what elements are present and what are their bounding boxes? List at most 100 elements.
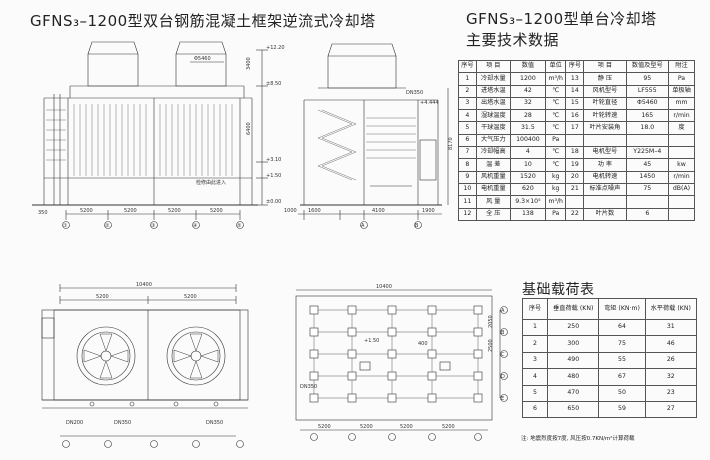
label-elev-150-found: +1.50 <box>364 338 379 344</box>
table-cell: LF555 <box>625 84 669 98</box>
base-header-cell: 垂直荷载 (KN) <box>546 298 600 320</box>
table-cell: 650 <box>546 400 600 419</box>
table-cell: 100400 <box>509 133 546 148</box>
table-cell: 31 <box>644 318 697 337</box>
spec-header-cell: 序号 <box>458 59 477 74</box>
table-cell: ℃ <box>544 146 567 160</box>
table-cell: 4 <box>509 146 546 160</box>
label-elev-444: +4.444 <box>420 100 439 106</box>
table-cell: 21 <box>565 182 585 197</box>
table-cell: ℃ <box>544 158 567 172</box>
table-cell: 冷却幅高 <box>475 146 511 160</box>
table-cell: Pa <box>667 72 696 86</box>
table-cell: 42 <box>509 84 546 98</box>
table-cell: 冷却水量 <box>475 72 511 86</box>
label-dn350-a: DN350 <box>114 420 131 426</box>
table-cell: 干球温度 <box>475 121 511 135</box>
table-cell: 湿球温度 <box>475 109 511 123</box>
table-cell: 55 <box>598 351 646 370</box>
table-cell: 9.3×10⁵ <box>509 195 546 209</box>
table-cell: 7 <box>458 146 477 160</box>
table-cell: 3 <box>458 96 477 111</box>
table-cell: 大气压力 <box>475 133 511 148</box>
table-cell: 1 <box>458 72 477 86</box>
table-cell: kg <box>544 170 567 184</box>
label-2500: 2500 <box>488 339 494 352</box>
table-cell: 165 <box>625 109 669 123</box>
spec-header-cell: 序号 <box>565 59 585 74</box>
table-cell <box>565 195 585 209</box>
table-cell: 标准点噪声 <box>583 182 627 197</box>
base-table-note: 注: 地震烈度按7度, 风压按0.7KN/m²计算荷载 <box>521 436 635 442</box>
table-cell: r/min <box>667 170 696 184</box>
table-cell: 17 <box>565 121 585 135</box>
table-cell: 1200 <box>509 72 546 86</box>
table-cell: 28 <box>509 109 546 123</box>
label-dn350-found: DN350 <box>300 384 317 390</box>
axis-4: ④ <box>193 223 198 229</box>
label-inlet-note: 检修由此进入 <box>196 179 226 186</box>
spec-header-cell: 项 目 <box>583 59 627 74</box>
table-cell: m³/h <box>544 195 567 209</box>
table-cell <box>625 133 669 148</box>
table-cell: 12 <box>458 207 477 221</box>
table-cell: 4 <box>522 368 548 386</box>
axis-a: A <box>361 223 365 229</box>
table-cell: 480 <box>546 368 600 386</box>
table-cell: ℃ <box>544 109 567 123</box>
label-5200-f1: 5200 <box>318 424 331 430</box>
table-cell: m³/h <box>544 72 567 86</box>
table-cell: 15 <box>565 96 585 111</box>
side-section <box>298 43 449 229</box>
table-cell: 32 <box>644 368 697 386</box>
table-cell: 温 差 <box>475 158 511 172</box>
spec-header-row: 序号 项 目 数值 单位 序号 项 目 数值及型号 附注 <box>458 59 696 74</box>
table-cell: 叶片安装角 <box>583 121 627 135</box>
table-cell: 46 <box>644 335 697 353</box>
title-spec-line1: GFNS₃–1200型单台冷却塔 <box>466 10 657 28</box>
label-5200-plan-a: 5200 <box>96 294 109 300</box>
title-left: GFNS₃–1200型双台钢筋混凝土框架逆流式冷却塔 <box>30 12 376 30</box>
table-cell: 31.5 <box>509 121 546 135</box>
table-cell: dB(A) <box>667 182 696 197</box>
table-cell: 单极轴 <box>667 84 696 98</box>
table-cell: 26 <box>644 351 697 370</box>
label-1000: 1000 <box>284 208 297 214</box>
table-cell: 19 <box>565 158 585 172</box>
table-cell: kw <box>667 158 696 172</box>
axis-found-c: C <box>501 352 505 358</box>
label-5200-c: 5200 <box>168 208 181 214</box>
table-cell: 8 <box>458 158 477 172</box>
label-elev-0: ±0.00 <box>266 199 281 205</box>
table-cell: 5 <box>522 384 548 402</box>
table-cell: 6 <box>625 207 669 221</box>
label-5200-f3: 5200 <box>400 424 413 430</box>
table-cell: 20 <box>565 170 585 184</box>
label-4100: 4100 <box>372 208 385 214</box>
axis-found-b: B <box>501 330 505 336</box>
table-cell: 13 <box>565 72 585 86</box>
table-cell: mm <box>667 96 696 111</box>
table-cell <box>667 146 696 160</box>
table-cell <box>667 207 696 221</box>
table-cell: ℃ <box>544 121 567 135</box>
label-elev-mid: ±8.50 <box>266 81 281 87</box>
label-3400: 3400 <box>246 57 252 70</box>
table-cell: 11 <box>458 195 477 209</box>
axis-found-d: D <box>501 374 505 380</box>
table-cell: ℃ <box>544 84 567 98</box>
table-cell: 45 <box>625 158 669 172</box>
table-cell: Y225M–4 <box>625 146 669 160</box>
axis-found-e: E <box>501 396 504 402</box>
